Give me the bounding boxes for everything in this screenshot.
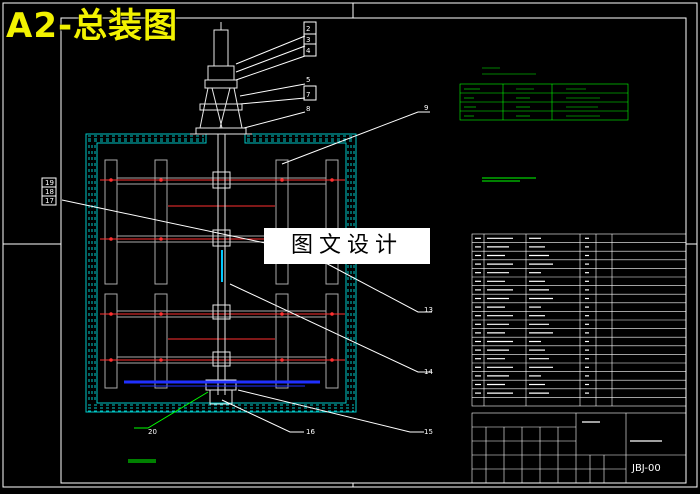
part-label: 7 xyxy=(306,91,310,99)
outer-border xyxy=(2,2,698,488)
drawing-number: JBJ-00 xyxy=(631,463,661,474)
part-numbers: 2 3 4 5 7 8 9 13 14 15 16 17 18 19 20 xyxy=(45,25,433,436)
tank-wall xyxy=(85,133,357,413)
part-label: 3 xyxy=(306,36,310,44)
part-label: 17 xyxy=(45,197,54,205)
drawing-title: A2-总装图 xyxy=(6,6,179,46)
part-label: 9 xyxy=(424,104,428,112)
part-label: 18 xyxy=(45,188,54,196)
parameter-table xyxy=(459,67,629,121)
part-label: 16 xyxy=(306,428,315,436)
leader-lines xyxy=(61,35,432,433)
label-boxes xyxy=(41,21,317,206)
part-label: 15 xyxy=(424,428,433,436)
part-label: 4 xyxy=(306,47,311,55)
watermark: 图文设计 xyxy=(264,228,430,264)
part-label: 13 xyxy=(424,306,433,314)
part-label: 2 xyxy=(306,25,310,33)
centerlines xyxy=(100,179,345,361)
part-label: 19 xyxy=(45,179,54,187)
part-label: 5 xyxy=(306,76,310,84)
base-plate xyxy=(124,380,320,387)
title-block xyxy=(471,412,687,484)
part-label: 14 xyxy=(424,368,433,376)
main-shaft xyxy=(205,134,237,405)
part-label: 8 xyxy=(306,105,310,113)
impeller-frame-lower xyxy=(104,293,339,389)
part-label: 20 xyxy=(148,428,157,436)
motor-reducer xyxy=(190,22,252,135)
parts-list xyxy=(471,233,687,407)
green-notes xyxy=(128,177,536,463)
